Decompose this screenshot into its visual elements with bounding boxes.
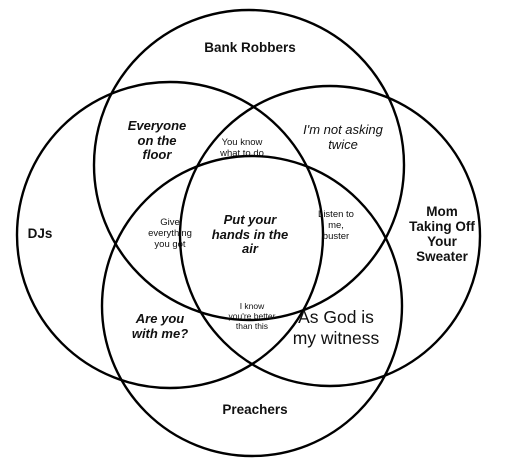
region-right-center: Listen to me, buster (318, 209, 354, 242)
region-top-center: You know what to do (220, 137, 264, 159)
region-top-right: I'm not asking twice (303, 122, 383, 152)
set-label-djs: DJs (27, 226, 53, 241)
region-bottom-right: As God is my witness (292, 307, 380, 348)
set-label-bank-robbers: Bank Robbers (204, 40, 296, 55)
circle-mom (178, 84, 482, 388)
circle-bank-robbers (92, 8, 406, 322)
circle-djs (15, 80, 325, 390)
circle-preachers (100, 154, 404, 458)
region-left-center: Give everything you got (148, 217, 192, 250)
region-bottom-left: Are you with me? (131, 311, 189, 341)
set-label-preachers: Preachers (222, 402, 288, 417)
set-label-mom: Mom Taking Off Your Sweater (409, 204, 475, 265)
region-top-left: Everyone on the floor (127, 118, 187, 163)
region-bottom-center: I know you're better than this (228, 301, 276, 331)
region-center: Put your hands in the air (211, 212, 289, 257)
